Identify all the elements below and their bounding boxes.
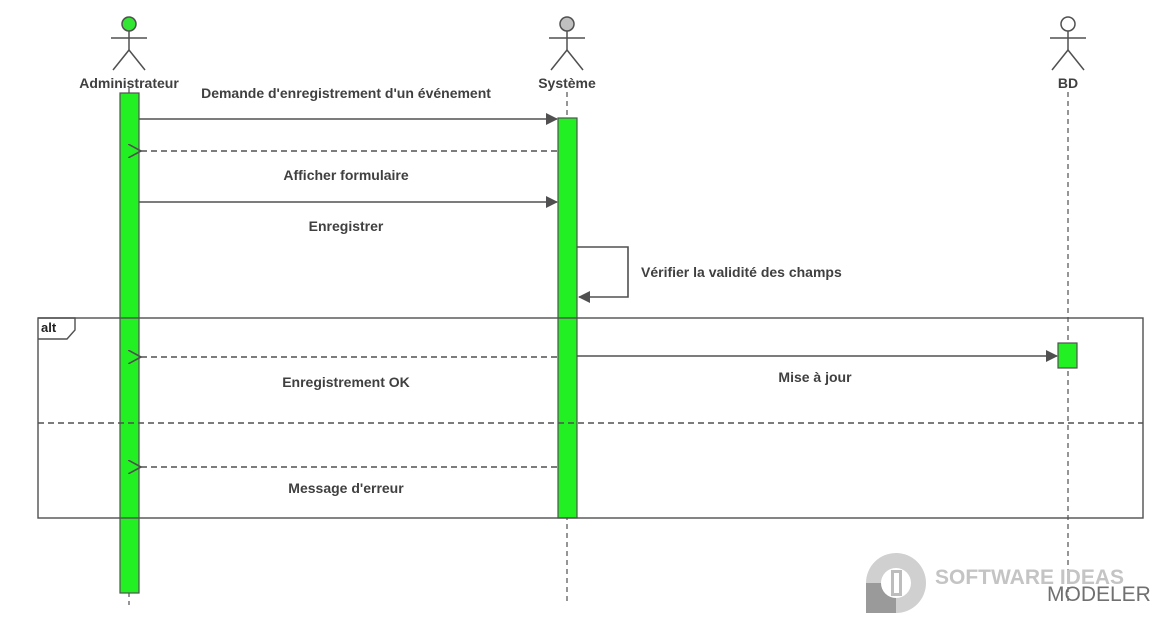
actor-system-head-icon — [559, 16, 575, 32]
message-6-return[interactable]: Enregistrement OK — [141, 357, 557, 390]
actor-bd-name: BD — [1058, 75, 1078, 91]
message-3[interactable]: Enregistrer — [139, 196, 558, 234]
message-1[interactable]: Demande d'enregistrement d'un événement — [139, 85, 558, 125]
watermark-line1: SOFTWARE IDEAS — [935, 566, 1124, 589]
watermark: SOFTWARE IDEAS MODELER — [866, 553, 1151, 613]
message-2-label: Afficher formulaire — [283, 167, 408, 183]
alt-fragment-tab — [38, 317, 76, 340]
message-5[interactable]: Mise à jour — [577, 350, 1058, 385]
actor-system-name: Système — [538, 75, 596, 91]
message-1-label: Demande d'enregistrement d'un événement — [201, 85, 491, 101]
message-5-label: Mise à jour — [778, 369, 852, 385]
actor-system[interactable]: Système — [538, 16, 596, 91]
activation-bd[interactable] — [1057, 342, 1078, 369]
watermark-line2: MODELER — [1047, 583, 1151, 606]
alt-fragment-frame — [37, 317, 1144, 519]
alt-fragment-operator: alt — [41, 320, 57, 335]
actor-bd-head-icon — [1060, 16, 1076, 32]
message-4-self[interactable]: Vérifier la validité des champs — [577, 246, 842, 303]
message-2-return[interactable]: Afficher formulaire — [141, 151, 557, 183]
message-4-arrow — [577, 246, 629, 303]
message-7-return[interactable]: Message d'erreur — [141, 467, 557, 496]
message-4-label: Vérifier la validité des champs — [641, 264, 842, 280]
message-7-label: Message d'erreur — [288, 480, 404, 496]
actor-admin-name: Administrateur — [79, 75, 179, 91]
message-3-label: Enregistrer — [309, 218, 384, 234]
message-6-label: Enregistrement OK — [282, 374, 410, 390]
software-ideas-logo-icon — [866, 553, 926, 613]
actor-bd[interactable]: BD — [1050, 16, 1086, 91]
actor-admin-head-icon — [121, 16, 137, 32]
alt-fragment[interactable]: alt — [37, 317, 1144, 519]
actor-admin[interactable]: Administrateur — [79, 16, 179, 91]
